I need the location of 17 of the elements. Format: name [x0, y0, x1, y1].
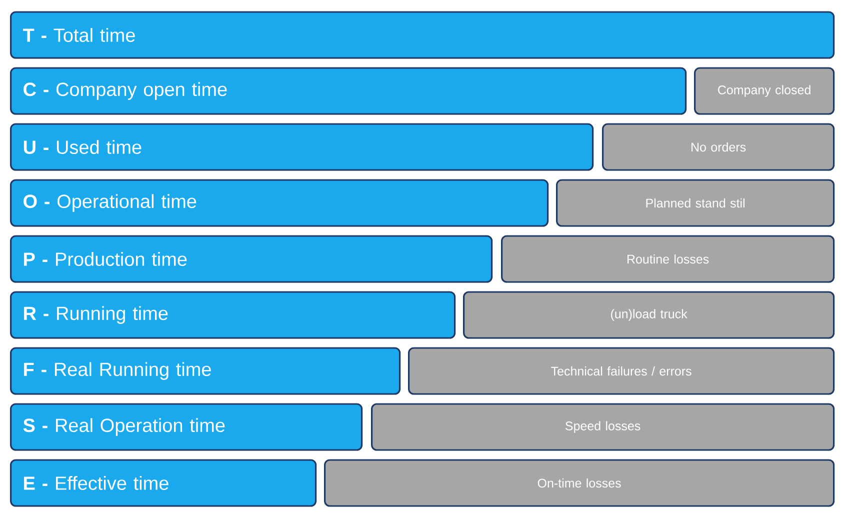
loss-box: Technical failures / errors [408, 347, 835, 395]
loss-box: No orders [602, 123, 835, 171]
loss-box: Speed losses [371, 403, 835, 451]
time-bar: R - Running time [10, 291, 456, 339]
loss-box: Planned stand stil [556, 179, 835, 227]
time-bar: O - Operational time [10, 179, 549, 227]
time-bar: P - Production time [10, 235, 493, 283]
time-bar: C - Company open time [10, 67, 687, 115]
time-bar: F - Real Running time [10, 347, 401, 395]
time-bar: T - Total time [10, 11, 835, 59]
loss-box: Routine losses [501, 235, 835, 283]
loss-box: On-time losses [324, 459, 835, 507]
time-bar: E - Effective time [10, 459, 317, 507]
time-bar: S - Real Operation time [10, 403, 363, 451]
loss-box: (un)load truck [463, 291, 835, 339]
loss-box: Company closed [694, 67, 835, 115]
time-bar: U - Used time [10, 123, 594, 171]
